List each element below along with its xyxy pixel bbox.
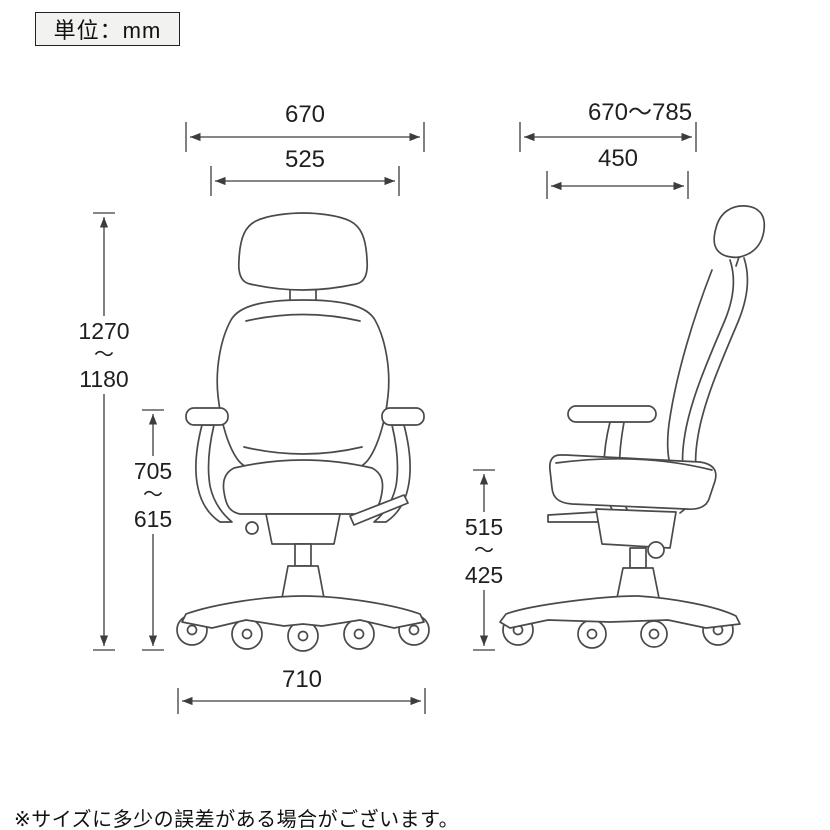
dim-side-seat-height: 515 〜 425	[448, 512, 520, 590]
dim-front-total-width: 670	[284, 101, 326, 128]
dim-side-depth-range: 670〜785	[587, 99, 693, 126]
unit-label: 単位：mm	[53, 18, 162, 43]
dim-front-total-height-min: 1180	[79, 366, 129, 392]
dim-front-armrest-height-min: 615	[133, 506, 173, 532]
dim-front-backrest-width: 525	[284, 146, 326, 173]
dim-front-armrest-height-max: 705	[133, 458, 173, 484]
front-view-chair-drawing	[176, 212, 430, 652]
size-tolerance-footnote: ※サイズに多少の誤差がある場合がございます。	[14, 809, 460, 830]
dim-side-seat-depth: 450	[597, 145, 639, 172]
dim-side-seat-height-min: 425	[464, 562, 504, 588]
dim-side-seat-height-max: 515	[464, 514, 504, 540]
side-view-chair-drawing	[499, 205, 766, 649]
dim-front-total-height-max: 1270	[78, 318, 130, 344]
dim-front-base-width: 710	[281, 666, 323, 693]
dim-front-armrest-height: 705 〜 615	[117, 456, 189, 534]
unit-label-box: 単位：mm	[35, 12, 180, 46]
range-tilde-icon: 〜	[94, 344, 114, 366]
dim-front-total-height: 1270 〜 1180	[66, 316, 142, 394]
range-tilde-icon: 〜	[143, 484, 163, 506]
range-tilde-icon: 〜	[474, 540, 494, 562]
